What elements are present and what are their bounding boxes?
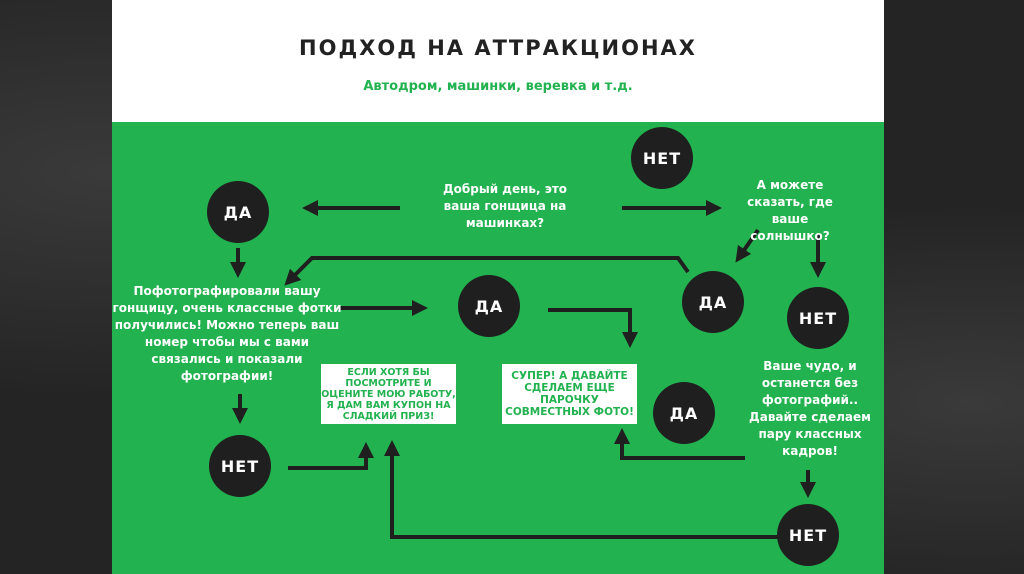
ask-sun-text: А можете сказать, где ваше солнышко? [747, 178, 833, 243]
coupon-box: ЕСЛИ ХОТЯ БЫ ПОСМОТРИТЕ И ОЦЕНИТЕ МОЮ РА… [321, 364, 456, 424]
no-node: НЕТ [787, 287, 849, 349]
yes-node: ДА [682, 271, 744, 333]
no-node: НЕТ [209, 435, 271, 497]
super-box: СУПЕР! А ДАВАЙТЕ СДЕЛАЕМ ЕЩЕ ПАРОЧКУ СОВ… [502, 364, 637, 424]
slide: ПОДХОД НА АТТРАКЦИОНАХ Автодром, машинки… [112, 0, 884, 574]
miracle-text: Ваше чудо, и останется без фотографий.. … [749, 359, 871, 458]
yes-node: ДА [207, 181, 269, 243]
photographed-text: Пофотографировали вашу гонщицу, очень кл… [112, 284, 342, 383]
no-node: НЕТ [631, 127, 693, 189]
greeting-text: Добрый день, это ваша гонщица на машинка… [442, 182, 568, 230]
yes-node: ДА [458, 275, 520, 337]
header: ПОДХОД НА АТТРАКЦИОНАХ Автодром, машинки… [112, 0, 884, 122]
no-node: НЕТ [777, 504, 839, 566]
slide-title: ПОДХОД НА АТТРАКЦИОНАХ [299, 36, 697, 60]
yes-node: ДА [653, 382, 715, 444]
slide-subtitle: Автодром, машинки, веревка и т.д. [363, 79, 633, 94]
